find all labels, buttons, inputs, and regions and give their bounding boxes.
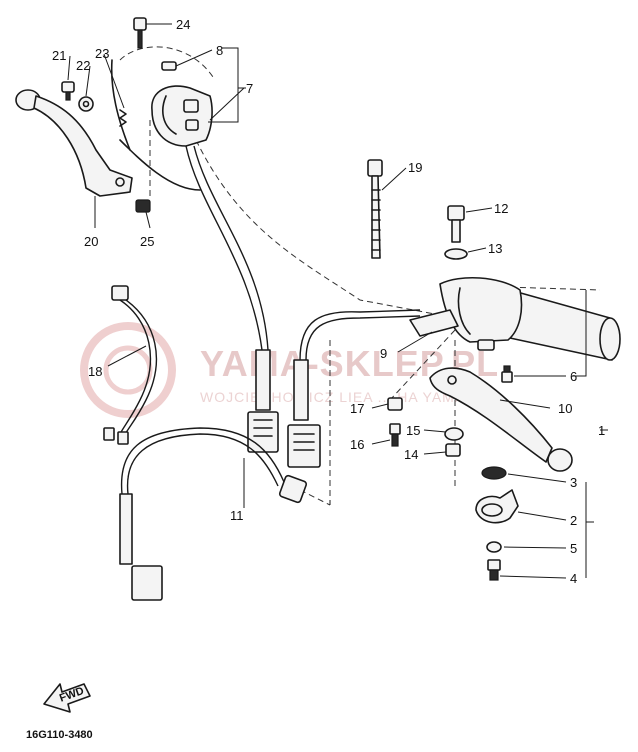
group-brackets <box>208 47 608 578</box>
wire-18 <box>103 285 158 445</box>
callout-14: 14 <box>404 447 418 462</box>
callout-11: 11 <box>230 508 244 523</box>
callout-12: 12 <box>494 201 508 216</box>
left-clutch-lever <box>15 89 133 197</box>
callout-18: 18 <box>88 364 102 379</box>
callout-3: 3 <box>570 475 577 490</box>
callout-23: 23 <box>95 46 109 61</box>
callout-10: 10 <box>558 401 572 416</box>
watermark-logo <box>80 322 176 418</box>
brake-switch-group <box>475 466 519 581</box>
bolt-and-washer <box>444 205 468 260</box>
callout-24: 24 <box>176 17 190 32</box>
leader-lines <box>67 23 567 579</box>
callout-16: 16 <box>350 437 364 452</box>
fwd-arrow: FWD <box>43 683 91 713</box>
callout-1: 1 <box>598 423 605 438</box>
left-switch-cables <box>185 145 421 468</box>
callout-6: 6 <box>570 369 577 384</box>
callout-21: 21 <box>52 48 66 63</box>
callout-17: 17 <box>350 401 364 416</box>
wire-harness <box>119 427 308 601</box>
callout-13: 13 <box>488 241 502 256</box>
small-parts-left <box>61 17 151 213</box>
diagram-code: 16G110-3480 <box>26 729 93 741</box>
callout-7: 7 <box>246 81 253 96</box>
right-brake-lever <box>429 367 573 472</box>
callout-5: 5 <box>570 541 577 556</box>
callout-9: 9 <box>380 346 387 361</box>
small-parts-right <box>387 365 513 457</box>
left-handlebar-switch <box>110 59 213 191</box>
callout-22: 22 <box>76 58 90 73</box>
callout-25: 25 <box>140 234 154 249</box>
callout-4: 4 <box>570 571 577 586</box>
watermark-logo-inner <box>103 345 153 395</box>
callout-2: 2 <box>570 513 577 528</box>
cable-tie <box>367 159 383 259</box>
callout-labels: 24 8 23 21 22 7 20 25 19 12 13 9 18 6 10… <box>52 17 605 586</box>
callout-8: 8 <box>216 43 223 58</box>
callout-15: 15 <box>406 423 420 438</box>
watermark-sub-text: WOJCIECHOWICZ LIEA ... HA YAMAHA <box>200 389 487 405</box>
callout-19: 19 <box>408 160 422 175</box>
reference-lines <box>119 46 601 506</box>
callout-20: 20 <box>84 234 98 249</box>
